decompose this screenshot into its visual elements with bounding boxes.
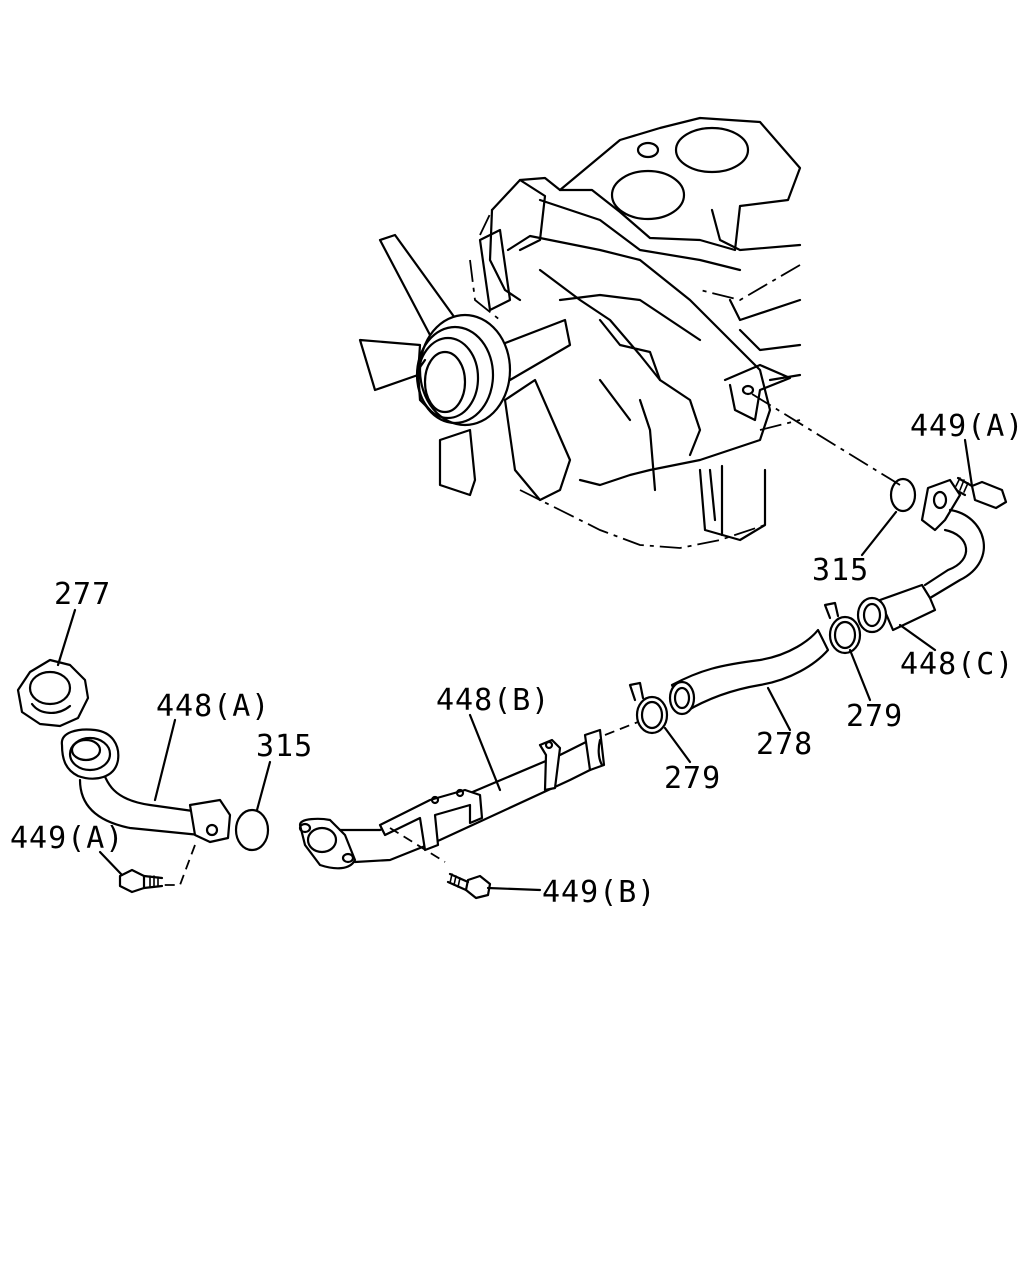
label-278: 278 — [756, 727, 813, 762]
label-448c: 448(C) — [900, 647, 1014, 682]
hose-278 — [668, 628, 830, 716]
cap-277 — [16, 658, 90, 728]
bolt-449b — [446, 872, 492, 900]
pipe-448c — [856, 478, 985, 634]
pipe-448b — [298, 728, 606, 870]
label-277: 277 — [54, 577, 111, 612]
label-449a-top: 449(A) — [910, 409, 1024, 444]
oring-315-top — [889, 477, 917, 513]
leader-lines — [56, 438, 974, 892]
pipe-448a — [60, 728, 232, 886]
label-315-left: 315 — [256, 729, 313, 764]
label-279-right: 279 — [846, 699, 903, 734]
label-448a: 448(A) — [156, 689, 270, 724]
oring-315-left — [234, 808, 270, 852]
clamp-279-right — [823, 601, 862, 655]
label-449b: 449(B) — [542, 875, 656, 910]
label-315-top: 315 — [812, 553, 869, 588]
label-449a-left: 449(A) — [10, 821, 124, 856]
clamp-279-mid — [604, 681, 669, 736]
callout-labels: 449(A) 315 448(C) 279 278 279 448(B) 449… — [10, 409, 1024, 910]
label-279-mid: 279 — [664, 761, 721, 796]
label-448b: 448(B) — [436, 683, 550, 718]
engine-block — [358, 116, 901, 549]
bolt-449a-left — [118, 868, 164, 894]
